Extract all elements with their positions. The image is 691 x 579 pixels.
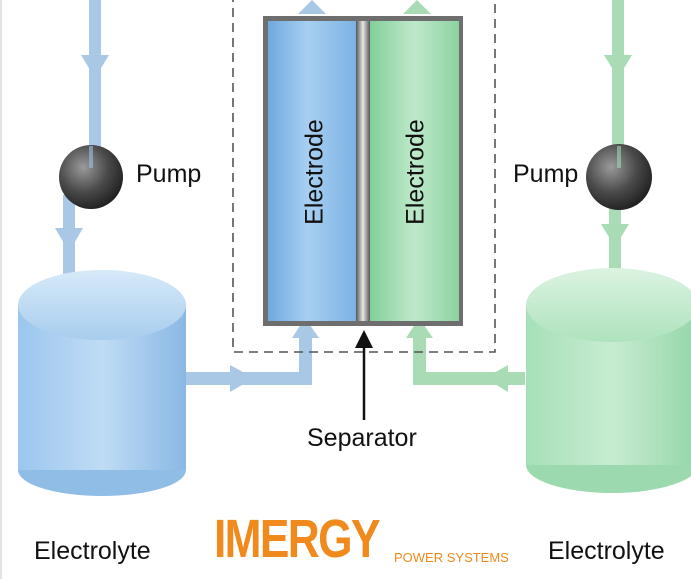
arrow-down-icon <box>81 55 109 78</box>
electrode-left-label: Electrode <box>300 119 329 225</box>
arrow-down-icon <box>55 228 83 252</box>
left-electrode <box>268 21 356 321</box>
arrow-up-icon <box>298 0 326 14</box>
logo-tagline: POWER SYSTEMS <box>394 550 509 565</box>
left-pump-icon <box>59 145 123 209</box>
arrow-up-icon <box>406 318 433 338</box>
electrolyte-right-label: Electrolyte <box>548 537 665 565</box>
logo-brand: IMERGY <box>214 509 380 569</box>
right-electrolyte-tank <box>526 268 691 493</box>
right-flow-arrows <box>403 0 632 392</box>
left-electrolyte-tank <box>18 270 186 496</box>
left-flow-arrows <box>55 0 326 392</box>
pump-left-label: Pump <box>136 160 202 188</box>
pump-right-label: Pump <box>513 160 579 188</box>
arrow-down-icon <box>601 224 629 247</box>
arrow-down-icon <box>604 55 632 78</box>
separator-membrane <box>356 21 370 321</box>
arrow-up-icon <box>403 0 431 14</box>
right-electrode <box>370 21 459 321</box>
right-pump-icon <box>586 144 652 210</box>
arrow-up-icon <box>355 330 373 348</box>
cell-boundary <box>232 0 496 353</box>
separator-label: Separator <box>307 424 417 452</box>
arrow-left-icon <box>485 365 508 392</box>
imergy-logo: IMERGY POWER SYSTEMS <box>214 509 509 569</box>
electrolyte-left-label: Electrolyte <box>34 537 151 565</box>
electrode-right-label: Electrode <box>401 119 430 225</box>
arrow-up-icon <box>292 318 319 338</box>
separator-pointer <box>355 330 373 420</box>
arrow-right-icon <box>230 365 254 392</box>
cell-stack <box>263 16 463 326</box>
